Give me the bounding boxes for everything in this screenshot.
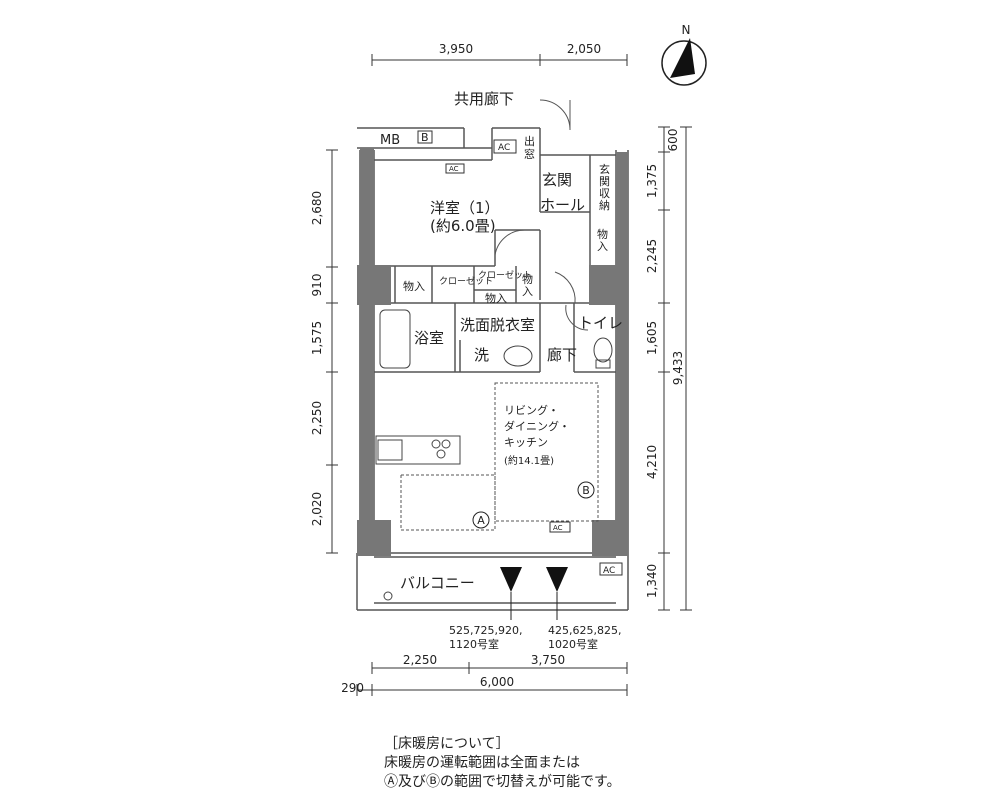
entrance-storage-c2: 関	[599, 175, 610, 188]
entrance-storage-c1: 玄	[599, 162, 610, 176]
zone-a-label: A	[477, 514, 485, 527]
dim-left-4: 2,250	[310, 401, 324, 435]
ac-label-room: AC	[449, 165, 459, 173]
north-label: N	[682, 23, 691, 37]
western-room-size: (約6.0畳)	[430, 217, 496, 235]
hall-label: ホール	[540, 196, 585, 214]
dim-bottom-2: 3,750	[531, 653, 565, 667]
balcony-label: バルコニー	[400, 574, 475, 592]
dim-bottom-290: 290	[341, 681, 364, 695]
wash-basin-icon	[503, 345, 533, 367]
units-left-2: 1120号室	[449, 637, 499, 651]
dim-right-total: 9,433	[671, 351, 685, 385]
dim-right-4: 1,605	[645, 321, 659, 355]
ac-label-top: AC	[498, 143, 510, 153]
dim-top-1: 3,950	[439, 42, 473, 56]
dim-left-2: 910	[310, 274, 324, 297]
dim-right-6: 1,340	[645, 564, 659, 598]
floor-heating-zones	[400, 382, 599, 531]
dim-right-3: 2,245	[645, 239, 659, 273]
bathroom-label: 浴室	[414, 329, 444, 347]
closet-mid-label: クローゼット	[478, 269, 532, 281]
units-left-1: 525,725,920,	[449, 624, 522, 637]
storage-right-c1: 物	[597, 227, 608, 241]
exit-window-char2: 窓	[524, 147, 535, 161]
storage-mid-c1: 物	[522, 272, 533, 286]
dim-left-3: 1,575	[310, 321, 324, 355]
dim-left-1: 2,680	[310, 191, 324, 225]
north-arrow-icon	[661, 38, 707, 86]
note-line-1: 床暖房の運転範囲は全面または	[384, 755, 580, 771]
storage-small-label: 物入	[485, 291, 507, 305]
columns	[357, 148, 628, 556]
dim-bottom-1: 2,250	[403, 653, 437, 667]
zone-b-marker	[577, 481, 595, 499]
dim-top-2: 2,050	[567, 42, 601, 56]
dimension-lines	[326, 54, 692, 696]
dim-right-2: 1,375	[645, 164, 659, 198]
ldk-size-label: (約14.1畳)	[504, 454, 554, 467]
unit-pointer-left-icon	[500, 567, 522, 592]
ldk-label-1: リビング・	[504, 403, 559, 417]
ac-label-balcony: AC	[603, 566, 615, 576]
b-box-label: B	[421, 131, 429, 144]
entrance-storage-c3: 収	[599, 187, 610, 200]
corridor-label: 共用廊下	[454, 90, 514, 108]
hallway-label: 廊下	[547, 346, 577, 364]
ldk-label-3: キッチン	[504, 436, 548, 449]
units-right-1: 425,625,825,	[548, 624, 621, 637]
dim-right-1: 600	[666, 129, 680, 152]
storage-left-label: 物入	[403, 279, 425, 293]
entrance-storage-c4: 納	[599, 199, 610, 212]
units-right-2: 1020号室	[548, 637, 598, 651]
dim-left-5: 2,020	[310, 492, 324, 526]
toilet-label: トイレ	[578, 314, 623, 332]
vertical-labels: 出 窓 玄 関 収 納 物 入 物 入	[522, 134, 610, 298]
storage-mid-c2: 入	[522, 285, 533, 298]
unit-pointer-right-icon	[546, 567, 568, 592]
kitchen-counter	[375, 435, 461, 465]
zone-b-label: B	[582, 484, 590, 497]
toilet-icon	[593, 337, 613, 369]
note-line-2: Ⓐ及びⒷの範囲で切替えが可能です。	[384, 774, 621, 790]
dim-bottom-total: 6,000	[480, 675, 514, 689]
exit-window-char1: 出	[524, 134, 535, 148]
zone-a-marker	[472, 511, 490, 529]
bathtub-icon	[379, 309, 411, 369]
washer-label: 洗	[474, 346, 489, 364]
ac-label-ldk: AC	[553, 524, 563, 532]
storage-right-c2: 入	[597, 240, 608, 253]
western-room-label: 洋室（1）	[430, 199, 500, 217]
drain-icon	[383, 591, 393, 601]
door-swings	[494, 99, 589, 331]
equipment-boxes	[417, 130, 623, 576]
dim-right-5: 4,210	[645, 445, 659, 479]
note-heading: ［床暖房について］	[384, 736, 510, 752]
ldk-label-2: ダイニング・	[504, 419, 570, 433]
closet-left-label: クローゼット	[439, 275, 493, 287]
entrance-label: 玄関	[542, 171, 572, 189]
mb-label: MB	[380, 133, 400, 148]
washroom-label: 洗面脱衣室	[460, 316, 535, 334]
